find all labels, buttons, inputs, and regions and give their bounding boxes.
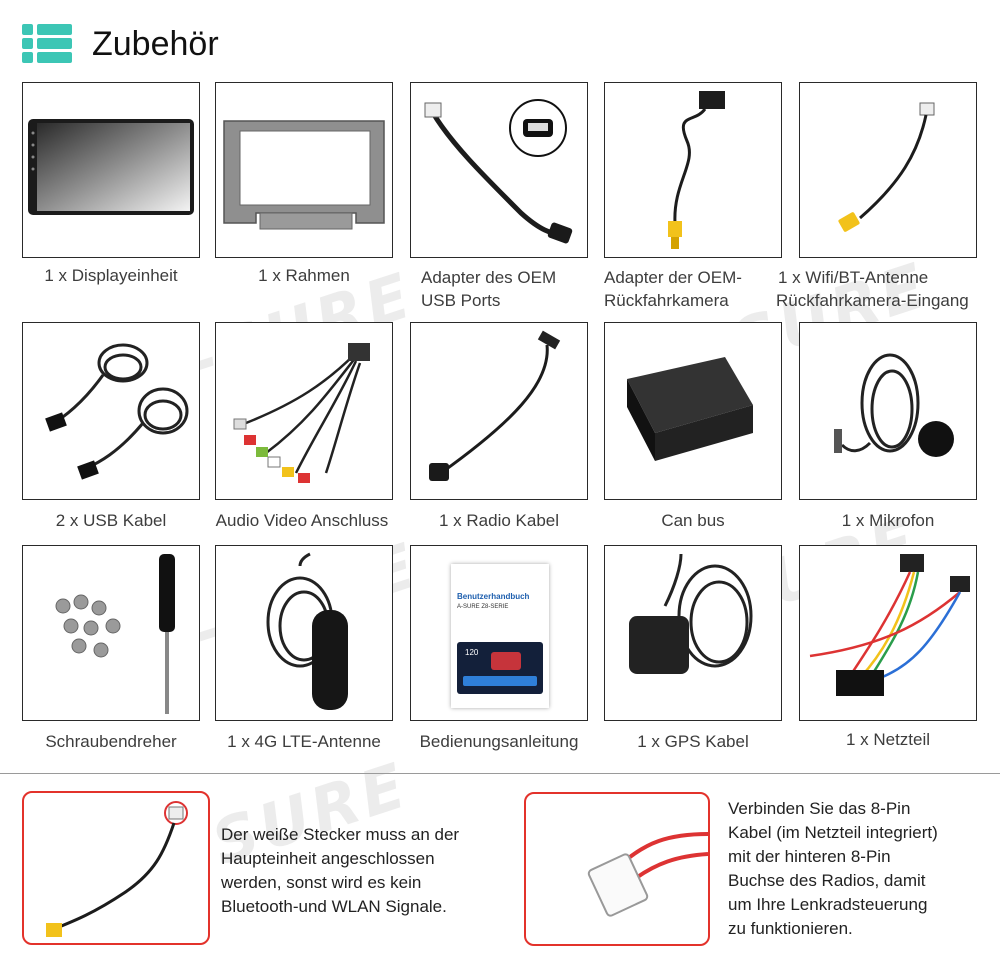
page-header: Zubehör <box>22 22 219 66</box>
item-caption: 1 x Displayeinheit <box>44 266 178 285</box>
item-caption: Can bus <box>661 511 725 530</box>
oem-camera-adapter-icon <box>668 91 725 249</box>
lte-antenna-icon <box>266 552 348 710</box>
item-tile-display-unit <box>22 82 200 258</box>
item-tile-lte-antenna <box>215 545 393 721</box>
wifi-bt-antenna-icon <box>838 102 935 232</box>
usb-cable-icon <box>45 343 189 480</box>
radio-cable-icon <box>429 330 561 481</box>
canbus-box-icon <box>627 357 753 461</box>
manual-title: Benutzerhandbuch <box>457 592 530 601</box>
item-caption: 1 x Radio Kabel <box>438 511 560 530</box>
item-tile-gps-antenna <box>604 545 782 721</box>
manual-subtitle: A-SURE Z8-SERIE <box>457 604 509 610</box>
white-connector-cable-icon <box>46 801 188 937</box>
manual-icon: Benutzerhandbuch A-SURE Z8-SERIE 120 <box>451 564 549 708</box>
item-caption: Audio Video Anschluss <box>215 511 389 530</box>
note-image-wifi-connector <box>22 791 210 945</box>
audio-video-harness-icon <box>233 343 370 483</box>
oem-usb-adapter-icon <box>424 99 573 244</box>
page-title: Zubehör <box>92 25 219 63</box>
power-harness-icon <box>809 554 970 696</box>
8pin-connector-icon <box>587 832 708 917</box>
item-tile-microphone <box>799 322 977 500</box>
note-text-wifi: Der weiße Stecker muss an der Haupteinhe… <box>221 825 460 916</box>
screwdriver-icon <box>55 554 175 714</box>
section-divider <box>0 773 1000 774</box>
item-caption: 2 x USB Kabel <box>55 511 167 530</box>
frame-icon <box>223 120 385 230</box>
gps-antenna-icon <box>629 553 753 674</box>
item-tile-power-harness <box>799 545 977 721</box>
note-text-8pin: Verbinden Sie das 8-Pin Kabel (im Netzte… <box>728 799 938 938</box>
item-caption: 1 x GPS Kabel <box>637 732 749 751</box>
item-caption: Adapter des OEM USB Ports <box>421 268 557 310</box>
item-caption: Bedienungsanleitung <box>419 732 579 751</box>
display-unit-icon <box>28 119 194 215</box>
item-tile-audio-video-harness <box>215 322 393 500</box>
note-image-8pin-connector <box>524 792 710 946</box>
item-tile-wifi-bt-antenna <box>799 82 977 258</box>
item-caption: Schraubendreher <box>45 732 177 751</box>
item-tile-usb-cable <box>22 322 200 500</box>
item-caption: 1 x 4G LTE-Antenne <box>227 732 381 751</box>
item-tile-oem-usb-adapter <box>410 82 588 258</box>
list-menu-icon <box>22 24 72 64</box>
item-tile-manual: Benutzerhandbuch A-SURE Z8-SERIE 120 <box>410 545 588 721</box>
item-tile-screwdriver <box>22 545 200 721</box>
manual-screen: 120 <box>457 642 543 694</box>
manual-badge: 120 <box>465 648 479 657</box>
item-tile-canbus-box <box>604 322 782 500</box>
item-caption: Adapter der OEM- Rückfahrkamera <box>604 268 742 310</box>
item-caption: 1 x Wifi/BT-Antenne Rückfahrkamera-Einga… <box>776 268 969 310</box>
item-caption: 1 x Rahmen <box>258 266 350 285</box>
item-tile-frame <box>215 82 393 258</box>
item-caption: 1 x Netzteil <box>845 730 931 749</box>
item-tile-radio-cable <box>410 322 588 500</box>
item-caption: 1 x Mikrofon <box>841 511 935 530</box>
microphone-icon <box>834 353 954 457</box>
item-tile-oem-camera-adapter <box>604 82 782 258</box>
